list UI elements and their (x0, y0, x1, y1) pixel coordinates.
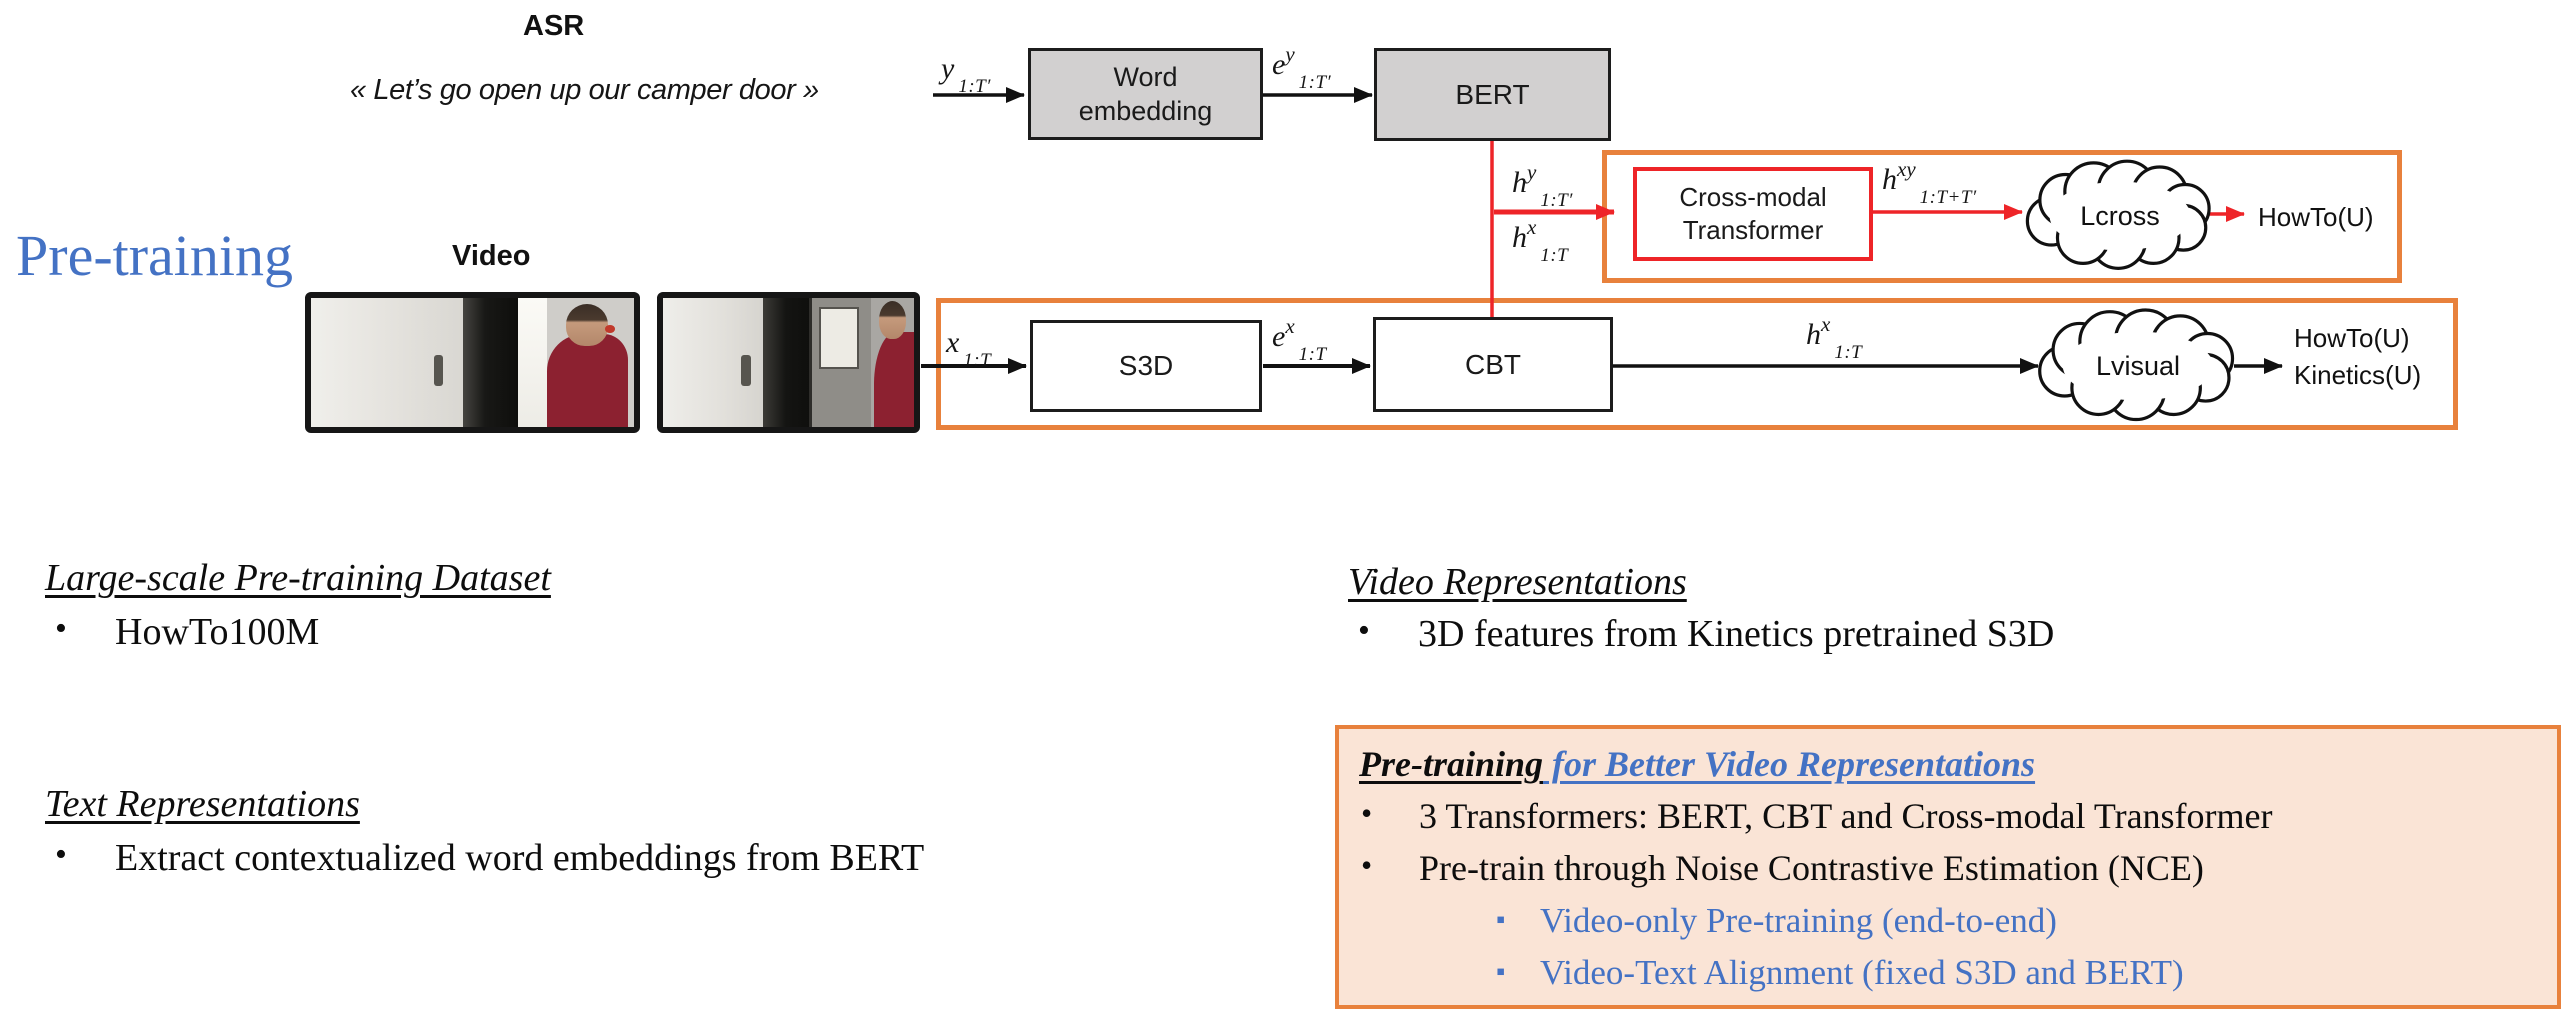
bullet-icon: • (55, 836, 67, 873)
highlight-bullet-2: • Pre-train through Noise Contrastive Es… (1361, 847, 2204, 889)
door-handle (433, 354, 444, 386)
video-frame-2 (657, 292, 920, 433)
dataset-bullet-text: HowTo100M (115, 611, 320, 653)
bullet-icon: • (1361, 795, 1373, 831)
video-frame-1 (305, 292, 640, 433)
dark-open-area (763, 298, 809, 427)
dataset-section-heading: Large-scale Pre-training Dataset (45, 557, 551, 599)
highlight-heading-blue: for Better Video Representations (1543, 744, 2036, 784)
asr-quote: « Let’s go open up our camper door » (350, 74, 819, 106)
word-embedding-box: Word embedding (1028, 48, 1263, 140)
s3d-box: S3D (1030, 320, 1262, 412)
red-dot (604, 325, 615, 333)
lcross-cloud-label: Lcross (2080, 201, 2160, 231)
label-hxy: hxy1:T+T′ (1882, 157, 1977, 208)
door-handle (740, 354, 751, 386)
loss-clouds (2025, 159, 2235, 422)
label-y-1T: y1:T′ (941, 52, 991, 97)
highlight-sub-bullet-2: ▪ Video-Text Alignment (fixed S3D and BE… (1496, 953, 2184, 993)
video-heading: Video (452, 240, 531, 272)
highlight-heading: Pre-training for Better Video Representa… (1359, 743, 2035, 785)
square-bullet-icon: ▪ (1496, 905, 1506, 934)
bert-box: BERT (1374, 48, 1611, 141)
label-hx-top: hx1:T (1512, 215, 1569, 266)
lcross-cloud (2025, 159, 2211, 270)
text-repr-section-heading: Text Representations (45, 783, 360, 825)
highlight-box: Pre-training for Better Video Representa… (1335, 725, 2561, 1009)
dataset-bullet: • HowTo100M (55, 610, 319, 654)
lvisual-cloud-label: Lvisual (2095, 351, 2181, 381)
label-ex-1T: ex1:T (1272, 314, 1327, 365)
asr-heading: ASR (523, 10, 585, 42)
label-hx-bottom: hx1:T (1806, 312, 1863, 363)
howto-kinetics-label-bottom: HowTo(U) Kinetics(U) (2294, 323, 2422, 390)
video-repr-section-heading: Video Representations (1348, 561, 1687, 603)
bullet-icon: • (1361, 847, 1373, 883)
bullet-icon: • (55, 610, 67, 647)
dark-door-edge (462, 298, 518, 427)
highlight-bullet-2-text: Pre-train through Noise Contrastive Esti… (1419, 848, 2204, 888)
label-x-1T: x1:T (946, 326, 992, 371)
label-hy-1T: hy1:T′ (1512, 160, 1573, 211)
highlight-heading-black: Pre-training (1359, 744, 1544, 784)
highlight-sub-bullet-1-text: Video-only Pre-training (end-to-end) (1540, 901, 2057, 940)
lvisual-cloud (2038, 308, 2235, 422)
person-torso (546, 334, 628, 427)
bullet-icon: • (1358, 612, 1370, 649)
highlight-sub-bullet-2-text: Video-Text Alignment (fixed S3D and BERT… (1540, 953, 2184, 992)
person-head (566, 304, 609, 346)
person-torso (873, 331, 914, 427)
cross-modal-transformer-box: Cross-modal Transformer (1633, 167, 1873, 261)
text-repr-bullet-text: Extract contextualized word embeddings f… (115, 837, 925, 879)
door-frame-strip (517, 298, 547, 427)
video-repr-bullet: • 3D features from Kinetics pretrained S… (1358, 612, 2054, 656)
square-bullet-icon: ▪ (1496, 957, 1506, 986)
highlight-bullet-1-text: 3 Transformers: BERT, CBT and Cross-moda… (1419, 796, 2273, 836)
label-ey-1T: ey1:T′ (1272, 42, 1332, 93)
pretraining-slide-label: Pre-training (16, 223, 294, 288)
highlight-sub-bullet-1: ▪ Video-only Pre-training (end-to-end) (1496, 901, 2057, 941)
howto-label-top: HowTo(U) (2258, 202, 2374, 232)
diagram-connectors (921, 87, 2283, 422)
video-repr-bullet-text: 3D features from Kinetics pretrained S3D (1418, 613, 2055, 655)
door-window (818, 307, 859, 369)
person-head (878, 300, 907, 340)
text-repr-bullet: • Extract contextualized word embeddings… (55, 836, 924, 880)
cbt-box: CBT (1373, 317, 1613, 412)
highlight-bullet-1: • 3 Transformers: BERT, CBT and Cross-mo… (1361, 795, 2273, 837)
